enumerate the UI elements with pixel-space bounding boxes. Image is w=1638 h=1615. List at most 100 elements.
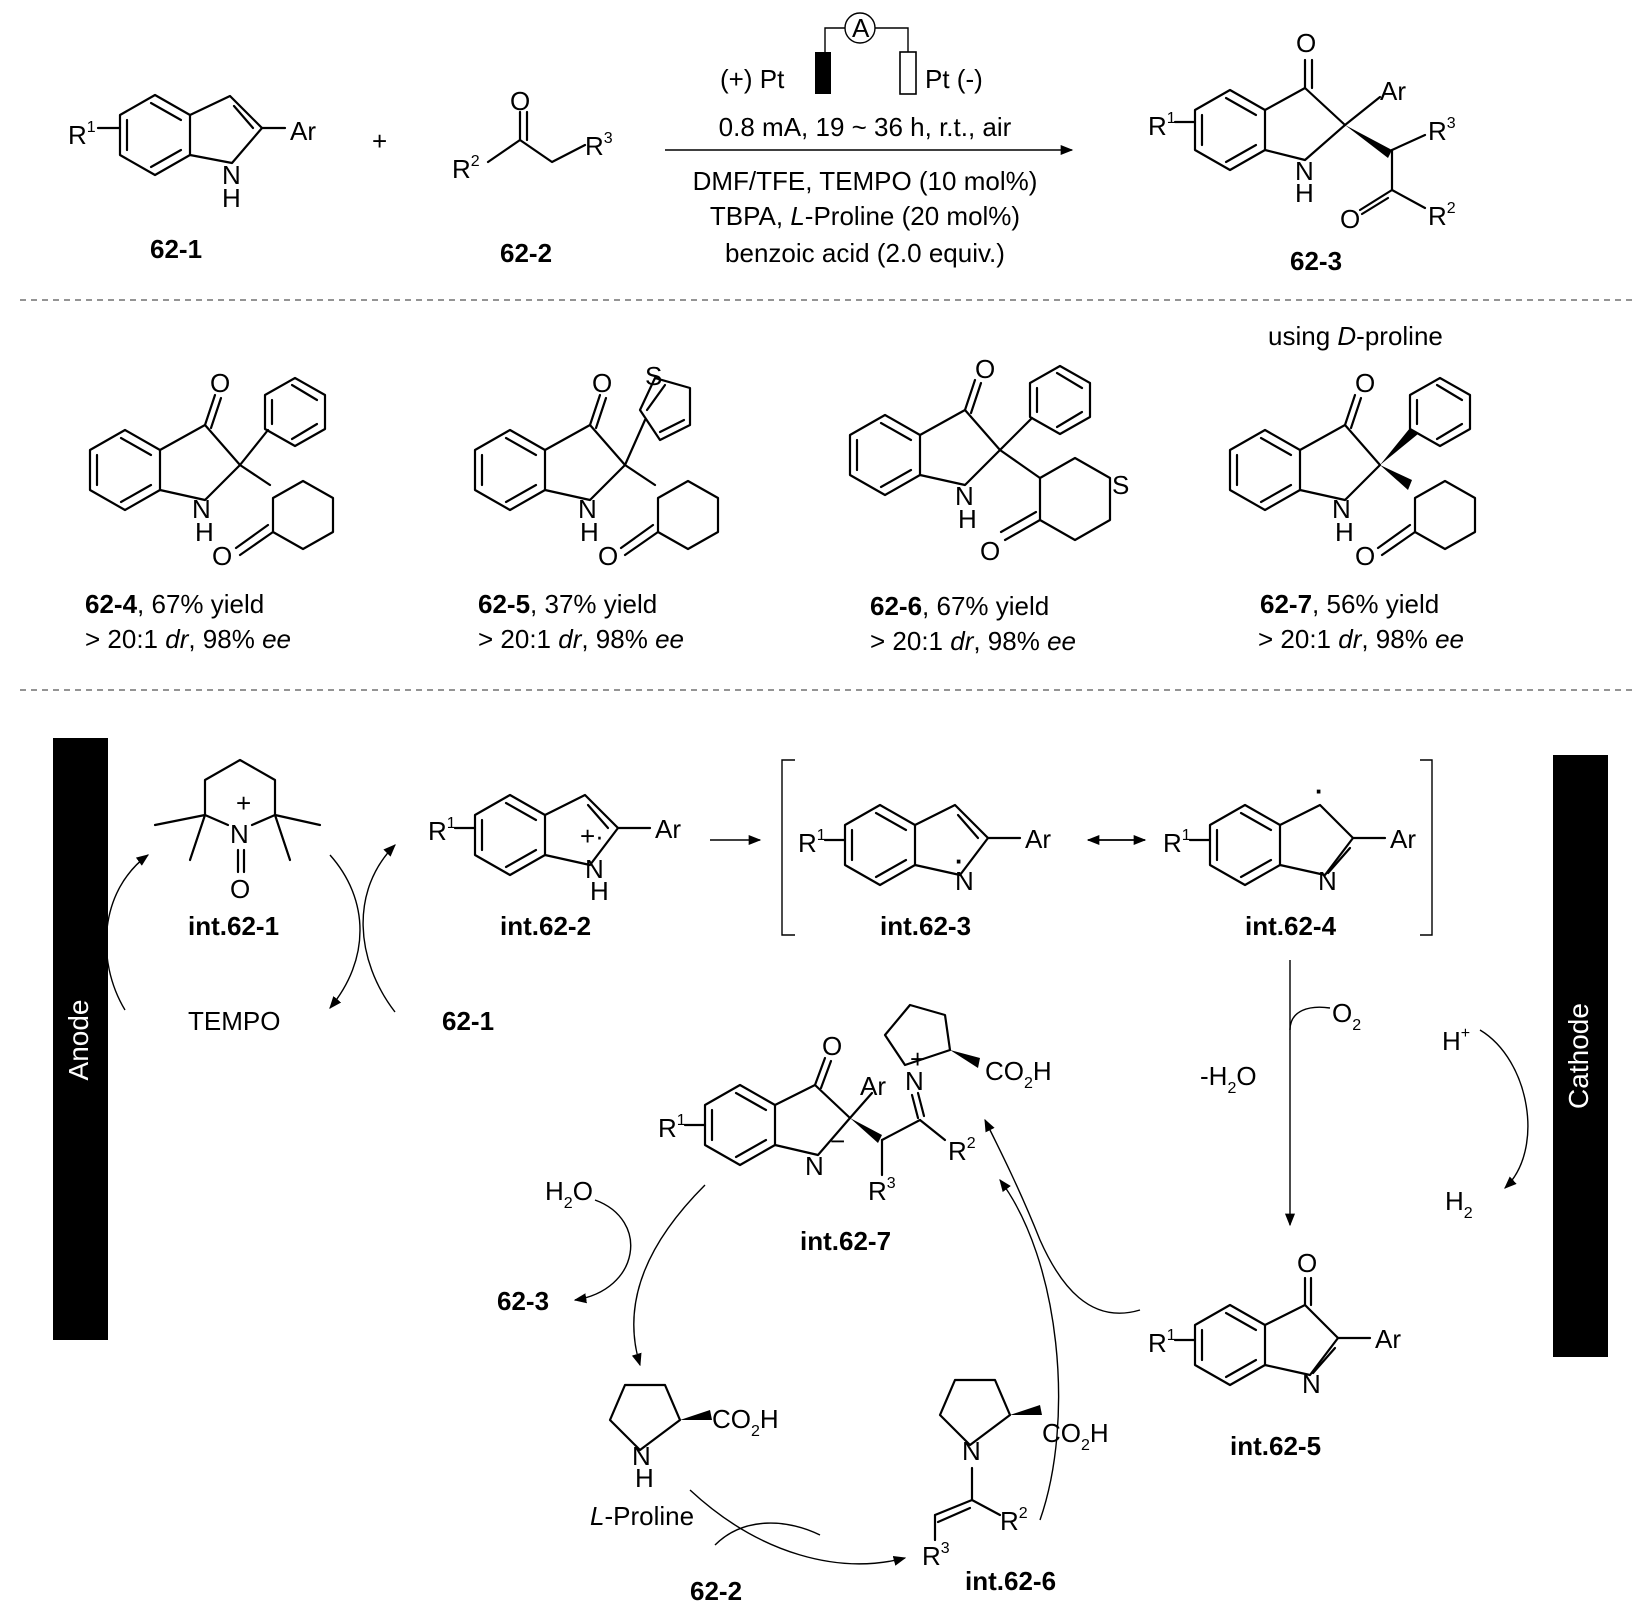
arrow-621-to-int2: [362, 844, 396, 1013]
o-label: O: [598, 541, 618, 571]
n-label: N: [1318, 866, 1337, 896]
minus-charge: −: [830, 1126, 845, 1156]
int-62-1-label: int.62-1: [188, 911, 279, 941]
condition-line-1: 0.8 mA, 19 ~ 36 h, r.t., air: [719, 112, 1012, 142]
cathode-electrode-label: Pt (-): [925, 64, 983, 94]
r3-label: R3: [922, 1540, 950, 1571]
ar-label: Ar: [1390, 824, 1416, 854]
ar-label: Ar: [1025, 824, 1051, 854]
example-yield: 62-5, 37% yield: [478, 589, 657, 619]
d-proline-note: using D-proline: [1268, 321, 1443, 351]
arrow-int6-to-int7: [999, 1178, 1060, 1521]
cathode-label: Cathode: [1563, 1003, 1594, 1109]
arrow-int5-to-int7: [984, 1118, 1141, 1314]
o2-curve: [1289, 1006, 1331, 1031]
int-62-4: R1 Ar N · int.62-4: [1163, 776, 1416, 941]
r1-label: R1: [798, 827, 826, 858]
anode-bar: [53, 738, 108, 1340]
n-label: N: [1302, 1369, 1321, 1399]
water-label: H2O: [545, 1176, 593, 1212]
arrow-hydrolysis-to-623: [573, 1199, 632, 1304]
62-3-label: 62-3: [497, 1286, 549, 1316]
n-label: N: [230, 819, 249, 849]
r1-label: R1: [1163, 827, 1191, 858]
int-62-3-label: int.62-3: [880, 911, 971, 941]
arrow-tempo-to-int1: [105, 854, 150, 1011]
int-62-3: R1 Ar N · int.62-3: [798, 803, 1051, 941]
arrow-proline-to-int6: [689, 1489, 907, 1566]
plus-charge: +: [236, 788, 251, 818]
n-label: N: [962, 1436, 981, 1466]
o-label: O: [1355, 541, 1375, 571]
o-label: O: [230, 874, 250, 904]
reaction-conditions: 0.8 mA, 19 ~ 36 h, r.t., air DMF/TFE, TE…: [665, 112, 1074, 268]
o-label: O: [210, 368, 230, 398]
r1-label: R1: [68, 119, 96, 150]
r1-label: R1: [428, 815, 456, 846]
o-label: O: [1296, 28, 1316, 58]
int-62-4-label: int.62-4: [1245, 911, 1337, 941]
int-62-2-label: int.62-2: [500, 911, 591, 941]
o-label: O: [1355, 368, 1375, 398]
r2-label: R2: [948, 1135, 976, 1166]
cathode-bar: [1553, 755, 1608, 1357]
o-label: O: [822, 1031, 842, 1061]
ar-label: Ar: [1375, 1324, 1401, 1354]
o-label: O: [1340, 204, 1360, 234]
r1-label: R1: [658, 1112, 686, 1143]
o-label: O: [510, 86, 530, 116]
o-label: O: [212, 541, 232, 571]
example-selectivity: > 20:1 dr, 98% ee: [870, 626, 1076, 656]
example-selectivity: > 20:1 dr, 98% ee: [85, 624, 291, 654]
radical-dot: ·: [955, 846, 964, 876]
compound-label-62-3: 62-3: [1290, 246, 1342, 276]
condition-line-4: benzoic acid (2.0 equiv.): [725, 238, 1005, 268]
int-62-7-label: int.62-7: [800, 1226, 891, 1256]
ammeter-label: A: [852, 13, 870, 43]
water-loss-label: -H2O: [1200, 1061, 1257, 1097]
compound-label-62-2: 62-2: [500, 238, 552, 268]
condition-line-2: DMF/TFE, TEMPO (10 mol%): [693, 166, 1038, 196]
tempo-label: TEMPO: [188, 1006, 280, 1036]
r2-label: R2: [452, 153, 480, 184]
condition-line-3: TBPA, L-Proline (20 mol%): [710, 201, 1020, 231]
example-yield: 62-6, 67% yield: [870, 591, 1049, 621]
electrolysis-cell: A (+) Pt Pt (-): [720, 12, 983, 95]
62-1-label: 62-1: [442, 1006, 494, 1036]
anode-electrode-label: (+) Pt: [720, 64, 785, 94]
r3-label: R3: [868, 1175, 896, 1206]
example-selectivity: > 20:1 dr, 98% ee: [478, 624, 684, 654]
h-plus-label: H+: [1442, 1025, 1470, 1056]
o-label: O: [980, 536, 1000, 566]
ar-label: Ar: [290, 116, 316, 146]
example-yield: 62-7, 56% yield: [1260, 589, 1439, 619]
co2h-label: CO2H: [712, 1404, 779, 1440]
arrow-int7-to-proline: [631, 1184, 706, 1367]
radical-dot: ·: [1315, 776, 1324, 806]
int-62-6-label: int.62-6: [965, 1566, 1056, 1596]
example-selectivity: > 20:1 dr, 98% ee: [1258, 624, 1464, 654]
r3-label: R3: [585, 130, 613, 161]
o-label: O: [1297, 1248, 1317, 1278]
r2-label: R2: [1428, 200, 1456, 231]
r2-label: R2: [1000, 1505, 1028, 1536]
s-label: S: [1112, 470, 1129, 500]
r1-label: R1: [1148, 1327, 1176, 1358]
arrow-int1-to-tempo: [329, 854, 361, 1009]
h2-label: H2: [1445, 1186, 1473, 1222]
compound-label-62-1: 62-1: [150, 234, 202, 264]
s-label: S: [645, 361, 662, 391]
ar-label: Ar: [1380, 76, 1406, 106]
